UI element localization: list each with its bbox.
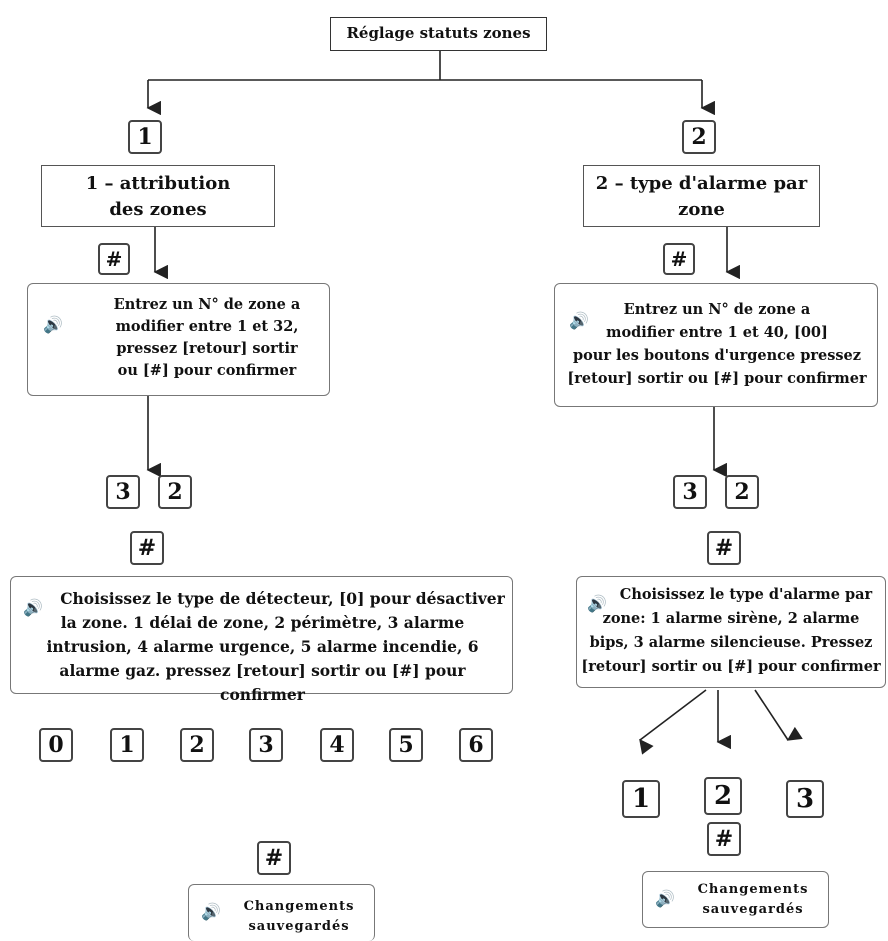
key-type-3: 3 (249, 728, 283, 762)
diagram-title: Réglage statuts zones (346, 24, 531, 42)
right-menu-label-2: zone (678, 199, 725, 220)
saved-line: sauvegardés (248, 919, 350, 934)
key-zone-3: 3 (106, 475, 140, 509)
right-prompt-zone-text: Entrez un N° de zone a modifier entre 1 … (557, 298, 877, 390)
speaker-icon: 🔊 (23, 598, 43, 617)
key-type-6: 6 (459, 728, 493, 762)
left-prompt-zone-text: Entrez un N° de zone a modifier entre 1 … (88, 294, 326, 382)
prompt-line: alarme gaz. pressez [retour] sortir ou [… (59, 661, 466, 704)
left-prompt-type-box: 🔊 Choisissez le type de détecteur, [0] p… (10, 576, 513, 704)
key-hash-left-2: # (130, 531, 164, 565)
prompt-line: zone: 1 alarme sirène, 2 alarme (602, 610, 860, 627)
left-prompt-type-text: Choisissez le type de détecteur, [0] pou… (15, 587, 510, 707)
key-alarm-3: 3 (786, 780, 824, 818)
key-type-4: 4 (320, 728, 354, 762)
prompt-line: intrusion, 4 alarme urgence, 5 alarme in… (46, 637, 479, 656)
key-type-5: 5 (389, 728, 423, 762)
prompt-line: bips, 3 alarme silencieuse. Pressez (589, 634, 873, 651)
speaker-icon: 🔊 (569, 311, 589, 330)
prompt-line: ou [#] pour confirmer (117, 362, 297, 379)
prompt-line: pour les boutons d'urgence pressez (572, 347, 862, 364)
left-saved-box: 🔊 Changements sauvegardés (188, 884, 375, 941)
saved-line: Changements (697, 882, 809, 897)
key-hash-right-3: # (707, 822, 741, 856)
speaker-icon: 🔊 (655, 889, 675, 908)
prompt-line: la zone. 1 délai de zone, 2 périmètre, 3… (60, 613, 465, 632)
key-menu-1: 1 (128, 120, 162, 154)
key-zone-2-right: 2 (725, 475, 759, 509)
speaker-icon: 🔊 (587, 594, 607, 613)
key-type-0: 0 (39, 728, 73, 762)
prompt-line: [retour] sortir ou [#] pour confirmer (581, 658, 881, 675)
speaker-icon: 🔊 (201, 902, 221, 921)
right-prompt-alarm-box: 🔊 Choisissez le type d'alarme par zone: … (576, 576, 886, 688)
key-type-1: 1 (110, 728, 144, 762)
key-menu-2: 2 (682, 120, 716, 154)
key-hash-left-3: # (257, 841, 291, 875)
key-zone-3-right: 3 (673, 475, 707, 509)
key-hash-left-1: # (98, 243, 130, 275)
left-menu-label-1: 1 – attribution (85, 173, 231, 194)
left-prompt-zone-box: 🔊 Entrez un N° de zone a modifier entre … (27, 283, 330, 396)
left-menu-label-2: des zones (109, 199, 207, 220)
diagram-title-box: Réglage statuts zones (330, 17, 547, 51)
speaker-icon: 🔊 (43, 315, 63, 334)
right-menu-label-1: 2 – type d'alarme par (595, 173, 808, 194)
right-menu-box: 2 – type d'alarme par zone (583, 165, 820, 227)
prompt-line: pressez [retour] sortir (116, 340, 298, 357)
prompt-line: Entrez un N° de zone a (623, 301, 811, 318)
key-alarm-2: 2 (704, 777, 742, 815)
saved-line: Changements (243, 899, 355, 914)
key-type-2: 2 (180, 728, 214, 762)
key-hash-right-1: # (663, 243, 695, 275)
prompt-line: Entrez un N° de zone a (113, 296, 301, 313)
key-zone-2: 2 (158, 475, 192, 509)
saved-line: sauvegardés (702, 902, 804, 917)
right-prompt-zone-box: 🔊 Entrez un N° de zone a modifier entre … (554, 283, 878, 407)
key-hash-right-2: # (707, 531, 741, 565)
key-alarm-1: 1 (622, 780, 660, 818)
right-saved-box: 🔊 Changements sauvegardés (642, 871, 829, 928)
prompt-line: Choisissez le type de détecteur, [0] pou… (60, 589, 505, 608)
prompt-line: modifier entre 1 et 40, [00] (606, 324, 828, 341)
prompt-line: Choisissez le type d'alarme par (619, 586, 873, 603)
right-prompt-alarm-text: Choisissez le type d'alarme par zone: 1 … (577, 583, 885, 679)
prompt-line: [retour] sortir ou [#] pour confirmer (567, 370, 867, 387)
left-menu-box: 1 – attribution des zones (41, 165, 275, 227)
prompt-line: modifier entre 1 et 32, (115, 318, 299, 335)
